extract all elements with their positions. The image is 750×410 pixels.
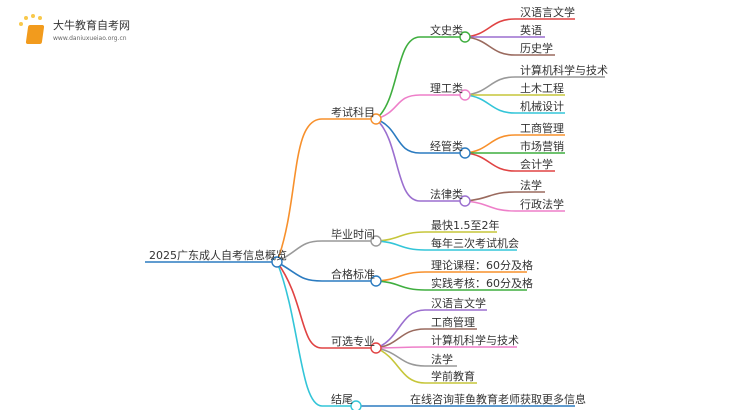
edge-leaf [375,328,477,349]
edge-leaf [464,200,565,212]
logo-url: www.daniuxueiao.org.cn [53,35,127,42]
leaf[interactable]: 实践考核：60分及格 [431,276,533,290]
majors-toggle[interactable] [370,342,382,354]
node-wenshi[interactable]: 文史类 [430,23,463,37]
node-graduation[interactable]: 毕业时间 [331,228,375,241]
edge-wenshi [375,36,460,120]
graduation-toggle[interactable] [370,235,382,247]
root-toggle[interactable] [271,256,283,268]
ligong-toggle[interactable] [459,89,471,101]
logo-dot [31,14,35,18]
leaf[interactable]: 市场营销 [520,139,564,153]
edge-leaf [375,309,487,349]
leaf[interactable]: 学前教育 [431,369,475,383]
leaf[interactable]: 会计学 [520,157,553,171]
edge-passing [276,261,371,282]
leaf[interactable]: 土木工程 [520,82,564,95]
root-node[interactable]: 2025广东成人自考信息概览 [149,248,287,262]
leaf[interactable]: 历史学 [520,41,553,55]
leaf[interactable]: 在线咨询菲鱼教育老师获取更多信息 [410,392,586,406]
edge-leaf [375,347,457,367]
leaf[interactable]: 汉语言文学 [520,5,575,19]
passing-toggle[interactable] [370,275,382,287]
leaf[interactable]: 理论课程：60分及格 [431,258,533,272]
edge-ligong [375,94,460,120]
edge-leaf [464,36,555,56]
leaf[interactable]: 英语 [520,23,542,37]
leaf[interactable]: 计算机科学与技术 [431,333,519,347]
edge-graduation [276,240,371,263]
edge-leaf [464,76,605,96]
wenshi-toggle[interactable] [459,31,471,43]
edge-leaf [375,346,517,349]
edge-leaf [375,280,527,291]
leaf[interactable]: 汉语言文学 [431,296,486,310]
edge-leaf [375,240,517,251]
edge-majors [276,261,371,349]
leaf[interactable]: 法学 [431,352,453,366]
ending-toggle[interactable] [350,400,362,410]
edge-falv [375,118,460,202]
logo: 大牛教育自考网 www.daniuxueiao.org.cn [18,14,138,48]
logo-dot [19,22,23,26]
node-ending[interactable]: 结尾 [331,393,353,406]
edge-leaf [464,191,545,202]
edge-jingguan [375,118,460,154]
leaf[interactable]: 工商管理 [520,121,564,135]
edge-leaf [375,231,497,242]
node-majors[interactable]: 可选专业 [331,334,375,348]
node-falv[interactable]: 法律类 [430,187,463,201]
edge-leaf [464,18,575,38]
edge-leaf [375,347,477,384]
leaf[interactable]: 计算机科学与技术 [520,63,608,77]
leaf[interactable]: 工商管理 [431,315,475,329]
edge-leaf [464,152,555,172]
subjects-toggle[interactable] [370,113,382,125]
leaf[interactable]: 行政法学 [520,197,564,211]
leaf[interactable]: 最快1.5至2年 [431,218,500,232]
leaf[interactable]: 每年三次考试机会 [431,236,519,250]
edge-leaf [375,271,527,282]
node-ligong[interactable]: 理工类 [430,81,463,95]
logo-dot [38,16,42,20]
node-subjects[interactable]: 考试科目 [331,105,375,119]
edge-ending [276,261,351,407]
node-jingguan[interactable]: 经管类 [430,139,463,153]
logo-dot [24,16,28,20]
falv-toggle[interactable] [459,195,471,207]
edge-leaf [464,94,565,114]
logo-name: 大牛教育自考网 [53,19,130,32]
leaf[interactable]: 机械设计 [520,99,564,113]
node-passing[interactable]: 合格标准 [331,267,375,281]
edge-subjects [276,118,371,263]
edge-leaf [464,134,565,154]
leaf[interactable]: 法学 [520,178,542,192]
jingguan-toggle[interactable] [459,147,471,159]
